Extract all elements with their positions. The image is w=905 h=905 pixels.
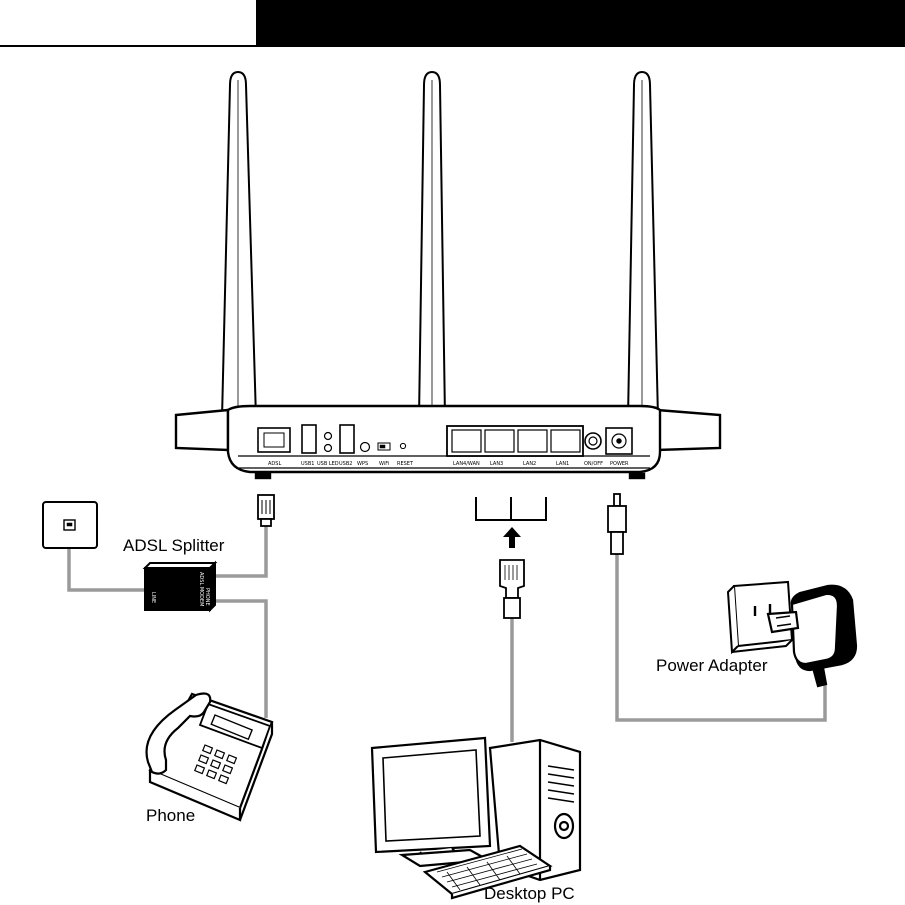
rj11-plug <box>258 495 274 526</box>
desktop-pc-icon <box>372 738 580 898</box>
splitter-modem-text: ADSL MODEM <box>198 572 204 606</box>
rj45-plug <box>500 560 524 618</box>
dc-plug <box>608 494 626 554</box>
phone-label: Phone <box>146 806 195 826</box>
port-label-lan2: LAN2 <box>523 461 536 467</box>
port-label-lan1: LAN1 <box>556 461 569 467</box>
phone-icon <box>147 694 272 820</box>
port-label-wps: WPS <box>357 461 368 467</box>
header-bar <box>0 0 905 47</box>
port-label-adsl: ADSL <box>268 461 281 467</box>
port-label-wifi: WiFi <box>379 461 389 467</box>
port-label-power: POWER <box>610 461 629 467</box>
lan-bracket <box>476 497 546 520</box>
port-label-lan-wan: LAN4/WAN <box>453 461 480 467</box>
port-label-reset: RESET <box>397 461 414 467</box>
antenna-center <box>418 72 446 456</box>
antenna-right <box>628 72 658 442</box>
desktop-pc-label: Desktop PC <box>484 884 575 904</box>
power-adapter-label: Power Adapter <box>656 656 768 676</box>
up-arrow-icon <box>503 527 521 548</box>
splitter-phone-text: PHONE <box>204 588 210 606</box>
port-label-lan3: LAN3 <box>490 461 503 467</box>
port-label-on-off: ON/OFF <box>584 461 603 467</box>
wall-phone-jack <box>43 502 97 548</box>
router <box>176 406 720 478</box>
splitter-line-text: LINE <box>150 592 156 603</box>
splitter-label: ADSL Splitter <box>123 536 224 556</box>
port-label-usb-led: USB LED <box>317 461 339 467</box>
port-label-usb2: USB2 <box>339 461 352 467</box>
adsl-splitter: LINE ADSL MODEM PHONE <box>145 563 215 610</box>
port-label-usb1: USB1 <box>301 461 314 467</box>
cable-splitter-to-phone <box>216 601 266 718</box>
antenna-left <box>222 72 256 442</box>
